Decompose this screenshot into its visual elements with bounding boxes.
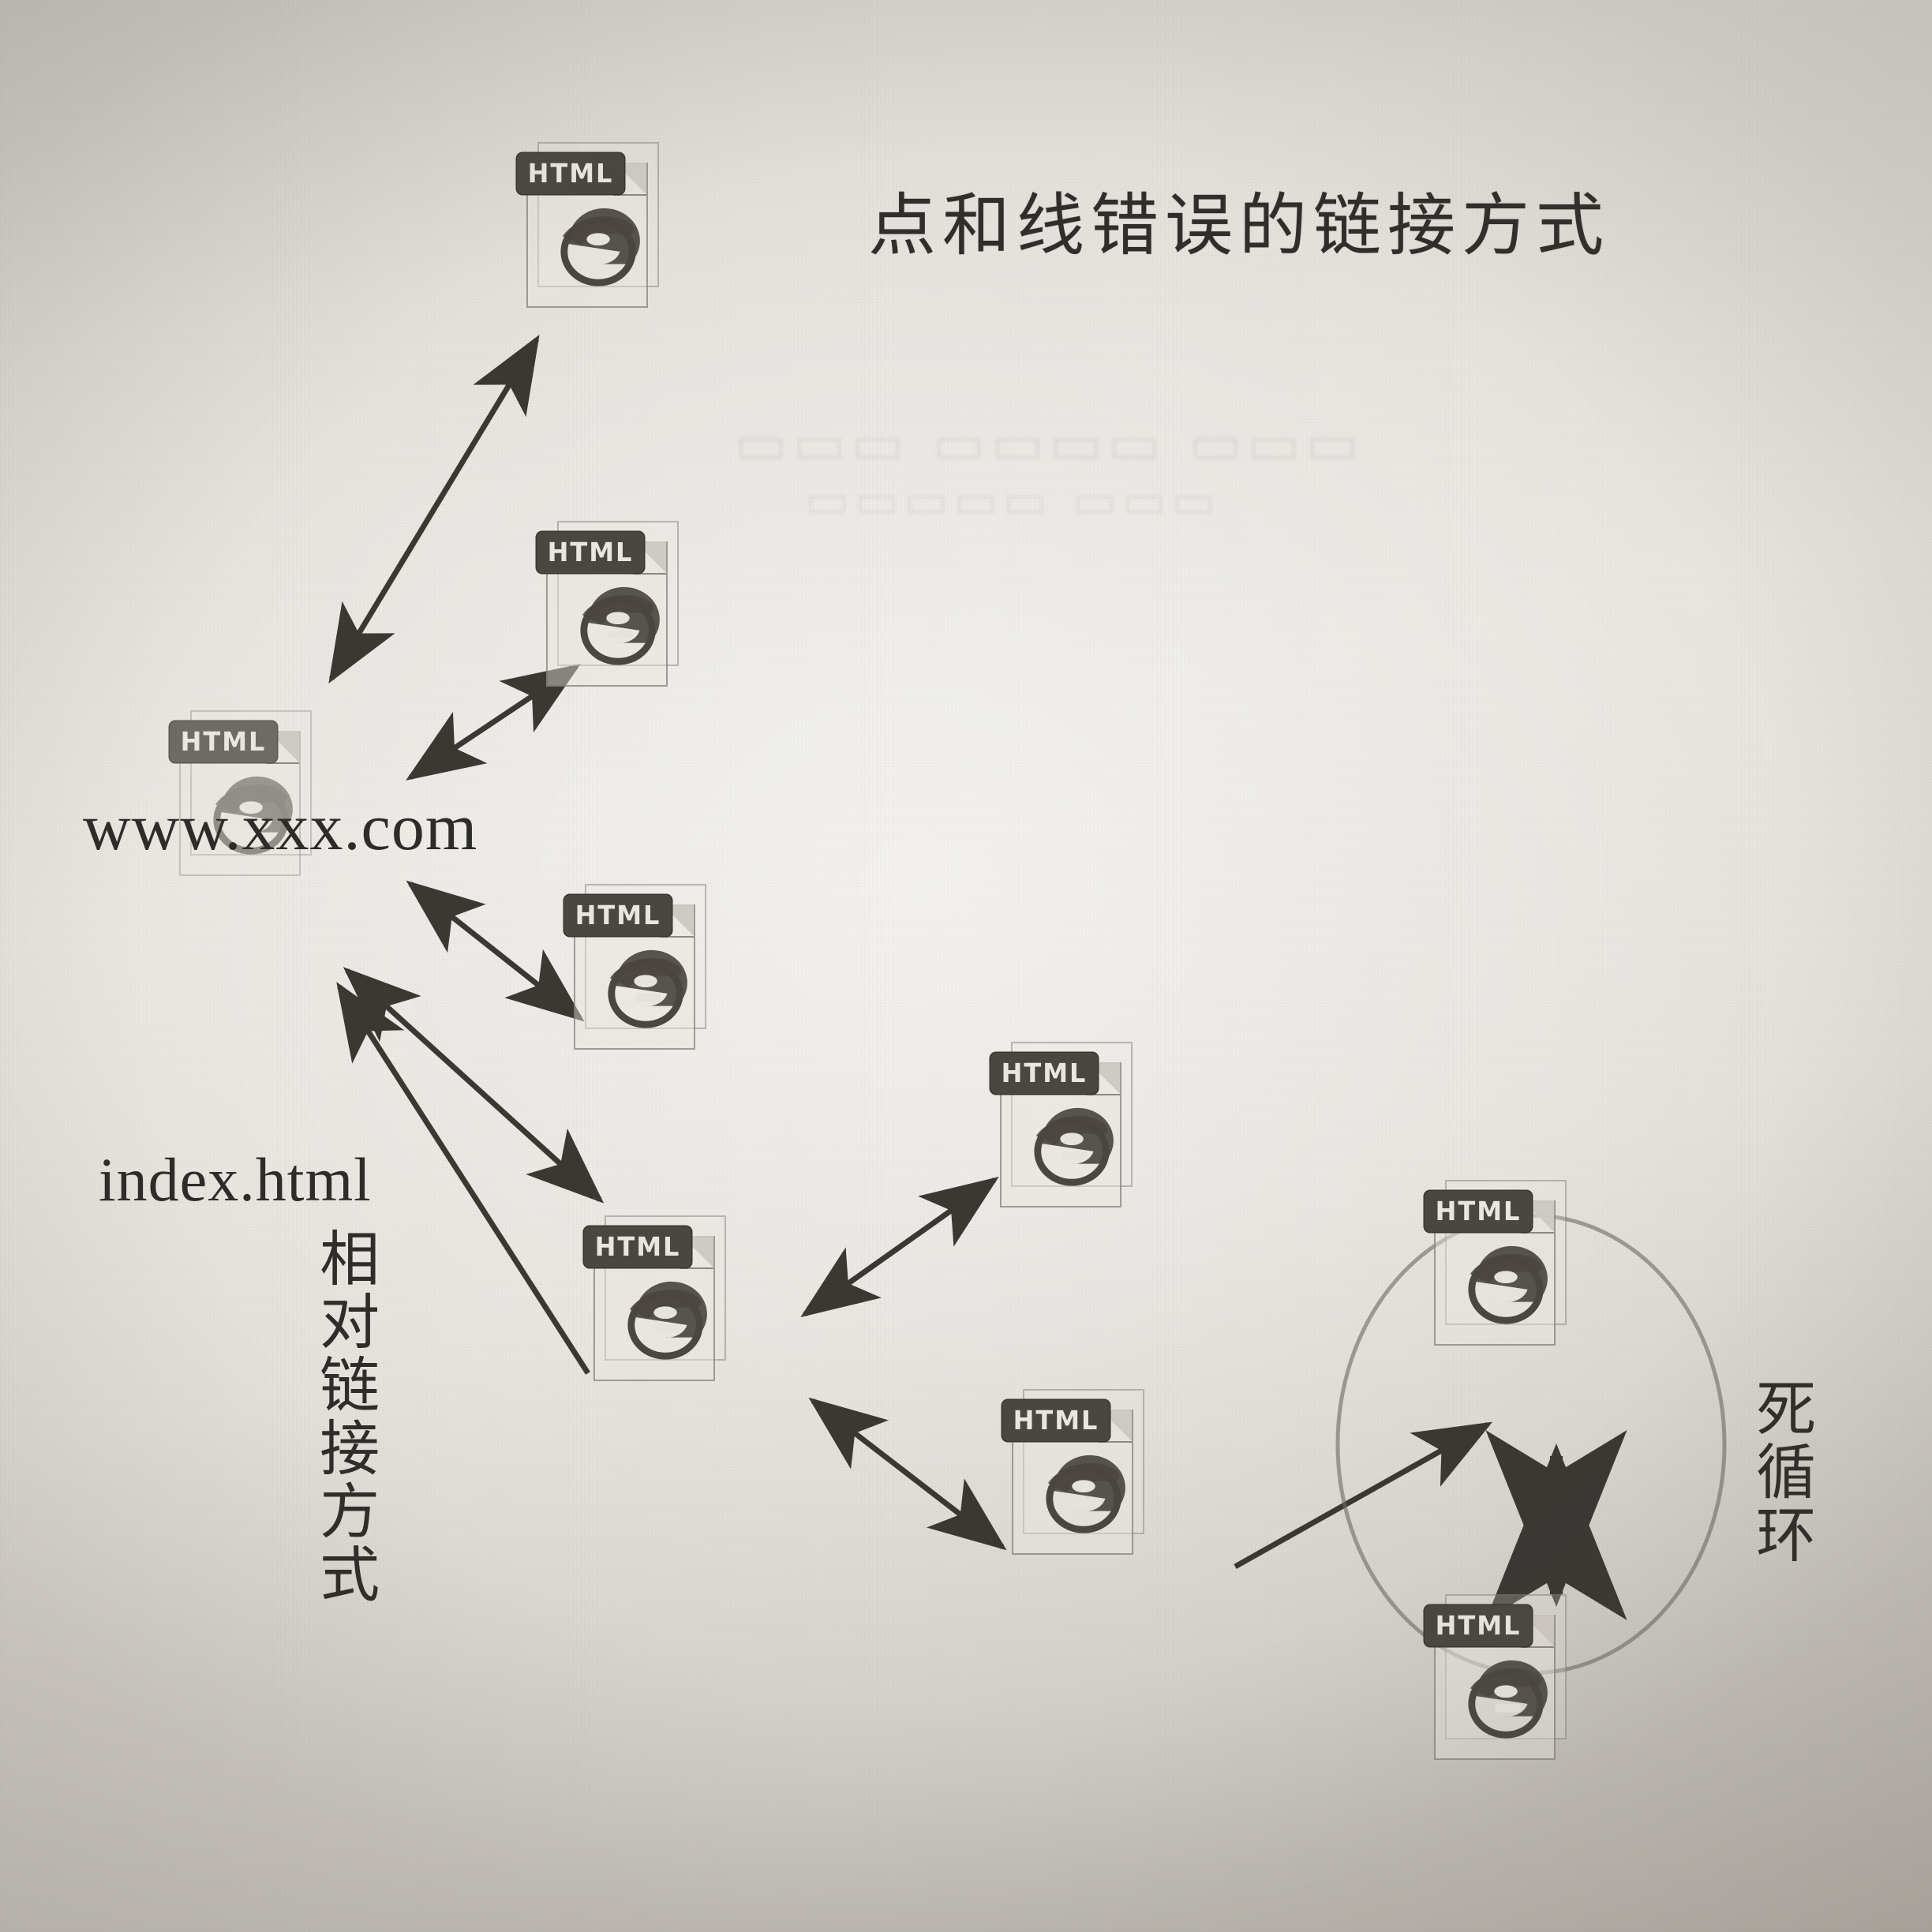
- internet-explorer-icon: [560, 208, 640, 286]
- html-file-icon-node-6[interactable]: HTML: [1002, 1389, 1168, 1569]
- html-file-icon-root-index[interactable]: HTML: [170, 710, 335, 890]
- html-file-icon-node-4[interactable]: HTML: [584, 1215, 750, 1395]
- dead-loop-note: 死循环: [1746, 1377, 1817, 1567]
- internet-explorer-icon: [1034, 1107, 1114, 1186]
- html-badge-label: HTML: [1435, 1196, 1522, 1227]
- html-file-icon-deadloop-bottom[interactable]: HTML: [1425, 1594, 1590, 1774]
- html-badge: HTML: [537, 532, 644, 573]
- html-badge-label: HTML: [180, 726, 267, 758]
- html-file-icon-node-3[interactable]: HTML: [564, 884, 730, 1064]
- internet-explorer-icon: [213, 776, 293, 855]
- index-file-label: index.html: [99, 1145, 372, 1214]
- page-bleedthrough-ghost-text-2: ▭▭▭▭▭ ▭▭▭: [805, 474, 1221, 529]
- html-file-icon-node-1[interactable]: HTML: [517, 142, 683, 322]
- connector-node6-to-deadloop: [1234, 1421, 1493, 1570]
- html-badge: HTML: [1425, 1191, 1532, 1232]
- html-badge-label: HTML: [594, 1231, 681, 1263]
- html-badge-label: HTML: [1435, 1610, 1522, 1642]
- html-badge-label: HTML: [1001, 1058, 1088, 1089]
- html-badge: HTML: [1425, 1605, 1532, 1646]
- connector-node4-to-node6: [808, 1397, 1007, 1551]
- html-badge: HTML: [517, 153, 624, 194]
- html-badge: HTML: [564, 895, 672, 936]
- html-badge: HTML: [990, 1053, 1098, 1094]
- internet-explorer-icon: [1468, 1660, 1548, 1739]
- connector-root-to-node4: [343, 967, 605, 1204]
- connector-root-to-node3: [406, 880, 585, 1022]
- html-badge-label: HTML: [575, 900, 661, 931]
- relative-link-note: 相对链接方式: [309, 1227, 380, 1606]
- domain-label: www.xxx.com: [83, 791, 478, 864]
- connector-root-to-node1: [328, 335, 540, 683]
- internet-explorer-icon: [1046, 1455, 1125, 1533]
- internet-explorer-icon: [1468, 1245, 1548, 1324]
- internet-explorer-icon: [627, 1281, 707, 1360]
- html-badge: HTML: [170, 721, 277, 762]
- html-badge: HTML: [1002, 1400, 1110, 1441]
- html-badge-label: HTML: [527, 158, 614, 189]
- html-badge: HTML: [584, 1226, 691, 1267]
- html-badge-label: HTML: [1013, 1405, 1099, 1436]
- html-file-icon-deadloop-top[interactable]: HTML: [1425, 1180, 1590, 1360]
- connector-node4-to-node5: [800, 1176, 999, 1318]
- internet-explorer-icon: [580, 586, 660, 665]
- diagram-title: 点和线错误的链接方式: [868, 186, 1610, 265]
- page-bleedthrough-ghost-text: ▭▭▭ ▭▭▭▭ ▭▭▭: [734, 410, 1365, 477]
- html-file-icon-node-2[interactable]: HTML: [537, 521, 702, 701]
- html-file-icon-node-5[interactable]: HTML: [990, 1042, 1156, 1222]
- html-badge-label: HTML: [547, 537, 634, 568]
- internet-explorer-icon: [608, 949, 687, 1028]
